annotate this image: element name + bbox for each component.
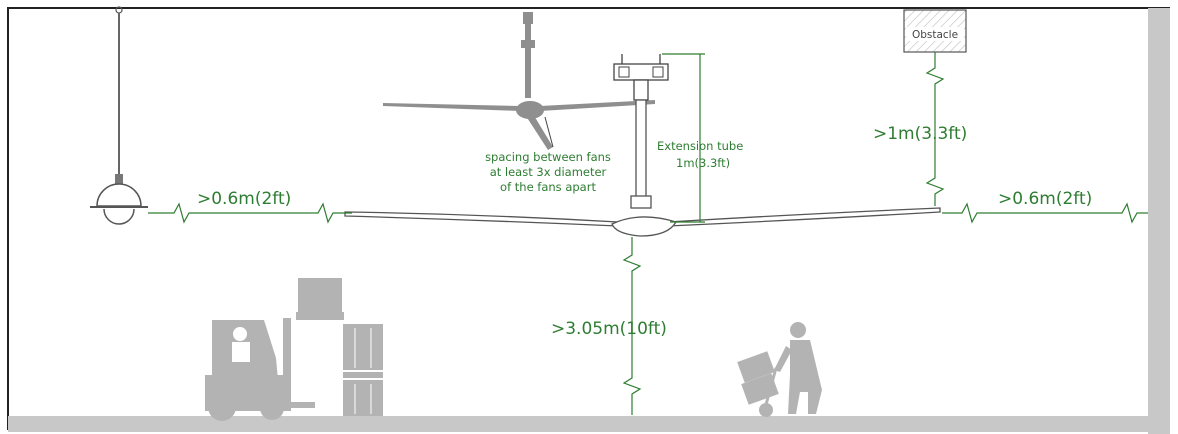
pendant-light <box>90 6 148 225</box>
left-side-clearance-label: >0.6m(2ft) <box>197 189 291 209</box>
mount-bracket <box>613 54 669 101</box>
obstacle-label: Obstacle <box>912 29 958 41</box>
extension-tube-value: 1m(3.3ft) <box>676 156 730 170</box>
extension-tube <box>635 99 647 199</box>
right-side-clearance-label: >0.6m(2ft) <box>998 189 1092 209</box>
left-side-clearance-line <box>148 202 352 224</box>
room-frame <box>7 7 1170 434</box>
fan-hub <box>611 216 677 237</box>
main-fan <box>344 54 941 237</box>
worker-silhouette <box>737 322 822 417</box>
fan-spacing-note-line1: spacing between fans <box>485 150 611 164</box>
obstacle-clearance-label: >1m(3.3ft) <box>873 124 967 144</box>
fan-spacing-note-line3: of the fans apart <box>500 180 596 194</box>
forklift-silhouette <box>205 278 344 421</box>
fan-blade-left <box>344 211 619 227</box>
fan-spacing-note-line2: at least 3x diameter <box>490 165 607 179</box>
right-side-clearance-line <box>942 202 1148 224</box>
floor-clearance-line <box>622 237 642 415</box>
obstacle <box>903 9 967 53</box>
fan-blade-right <box>667 207 941 227</box>
stacked-boxes <box>343 324 383 416</box>
floor-clearance-label: >3.05m(10ft) <box>551 319 667 339</box>
obstacle-clearance-line <box>925 52 945 206</box>
distant-fan <box>383 12 655 150</box>
extension-tube-label: Extension tube <box>657 139 743 153</box>
extension-dimension <box>662 53 705 223</box>
